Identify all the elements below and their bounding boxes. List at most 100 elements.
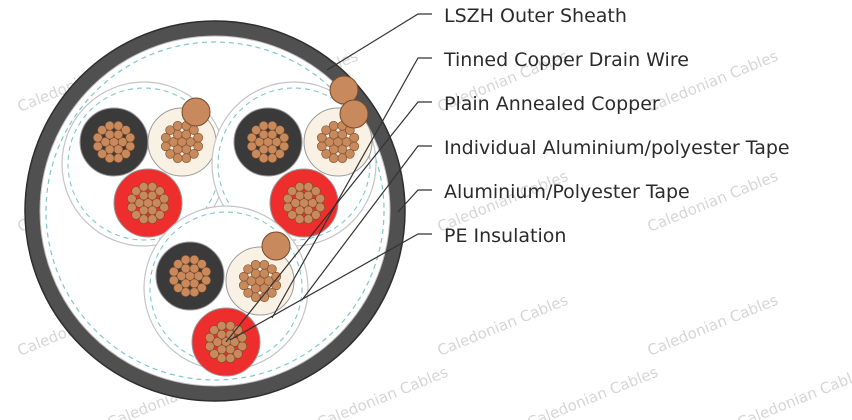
- copper-strand: [282, 193, 293, 204]
- label-plain-copper: Plain Annealed Copper: [444, 93, 660, 115]
- copper-strand: [92, 141, 103, 152]
- copper-strand: [233, 349, 243, 359]
- copper-strand: [271, 137, 282, 147]
- core-red: [113, 168, 183, 238]
- copper-strand: [165, 125, 175, 135]
- copper-strand: [147, 181, 158, 192]
- copper-strand: [267, 153, 278, 164]
- triad-group-1: [61, 81, 227, 247]
- copper-strand: [258, 120, 269, 131]
- copper-strand: [243, 288, 253, 298]
- copper-strand: [324, 137, 335, 147]
- copper-strand: [201, 266, 212, 277]
- copper-strand: [176, 271, 187, 281]
- copper-strand: [263, 276, 274, 286]
- copper-strand: [209, 349, 219, 359]
- watermark: Caledonian Cables: [315, 363, 451, 420]
- leader-line-copper: [225, 101, 432, 343]
- copper-conductor: [246, 120, 290, 164]
- copper-strand: [254, 137, 265, 147]
- triad-groups: [61, 75, 377, 377]
- copper-strand: [209, 325, 219, 335]
- copper-strand: [233, 325, 243, 335]
- tinned-copper-drain-wire: [261, 231, 291, 261]
- copper-strand: [138, 214, 149, 225]
- copper-strand: [267, 120, 278, 131]
- core-black: [155, 241, 225, 311]
- copper-strand: [172, 153, 183, 164]
- tinned-copper-drain-wire: [339, 99, 369, 129]
- copper-conductor: [204, 320, 248, 364]
- copper-strand: [212, 337, 223, 347]
- copper-strand: [238, 271, 249, 282]
- copper-strand: [294, 214, 305, 225]
- copper-strand: [267, 264, 277, 274]
- copper-strand: [282, 202, 293, 213]
- label-outer-sheath: LSZH Outer Sheath: [444, 5, 627, 27]
- copper-strand: [316, 132, 327, 143]
- copper-strand: [104, 153, 115, 164]
- copper-strand: [197, 259, 207, 269]
- copper-strand: [287, 186, 297, 196]
- copper-strand: [341, 137, 352, 147]
- copper-strand: [337, 153, 348, 164]
- copper-strand: [189, 287, 200, 298]
- copper-strand: [138, 181, 149, 192]
- callout-labels: LSZH Outer Sheath Tinned Copper Drain Wi…: [443, 5, 790, 247]
- copper-strand: [267, 288, 277, 298]
- copper-strand: [104, 120, 115, 131]
- copper-strand: [204, 341, 215, 352]
- copper-strand: [294, 181, 305, 192]
- copper-strand: [151, 198, 162, 208]
- copper-strand: [131, 186, 141, 196]
- copper-strand: [185, 137, 196, 147]
- leader-line-overall-tape: [397, 189, 432, 213]
- copper-strand: [258, 153, 269, 164]
- leader-line-pe-insulation: [229, 233, 432, 341]
- copper-strand: [316, 141, 327, 152]
- copper-strand: [345, 149, 355, 159]
- core-white: [225, 246, 295, 316]
- copper-strand: [155, 210, 165, 220]
- copper-strand: [193, 271, 204, 281]
- copper-strand: [180, 287, 191, 298]
- copper-strand: [113, 120, 124, 131]
- copper-strand: [197, 283, 207, 293]
- copper-strand: [92, 132, 103, 143]
- copper-strand: [349, 132, 360, 143]
- copper-strand: [125, 132, 136, 143]
- copper-strand: [328, 153, 339, 164]
- copper-strand: [165, 149, 175, 159]
- core-red: [269, 168, 339, 238]
- copper-strand: [193, 132, 204, 143]
- label-individual-tape: Individual Aluminium/polyester Tape: [444, 137, 790, 159]
- copper-strand: [290, 198, 301, 208]
- copper-strand: [113, 153, 124, 164]
- copper-strand: [251, 149, 261, 159]
- copper-strand: [173, 283, 183, 293]
- copper-strand: [275, 125, 285, 135]
- copper-strand: [321, 149, 331, 159]
- copper-strand: [159, 193, 170, 204]
- copper-strand: [225, 320, 236, 331]
- copper-strand: [189, 254, 200, 265]
- copper-strand: [311, 210, 321, 220]
- core-black: [79, 107, 149, 177]
- label-overall-tape: Aluminium/Polyester Tape: [444, 181, 690, 203]
- copper-strand: [287, 210, 297, 220]
- copper-strand: [134, 198, 145, 208]
- copper-strand: [238, 280, 249, 291]
- copper-strand: [275, 149, 285, 159]
- copper-strand: [303, 214, 314, 225]
- copper-strand: [181, 153, 192, 164]
- copper-strand: [225, 353, 236, 364]
- copper-strand: [160, 141, 171, 152]
- copper-strand: [204, 332, 215, 343]
- copper-conductor: [92, 120, 136, 164]
- copper-strand: [216, 320, 227, 331]
- leader-line-drain-wire: [271, 57, 432, 319]
- copper-strand: [303, 181, 314, 192]
- triad-group-3: [143, 205, 309, 377]
